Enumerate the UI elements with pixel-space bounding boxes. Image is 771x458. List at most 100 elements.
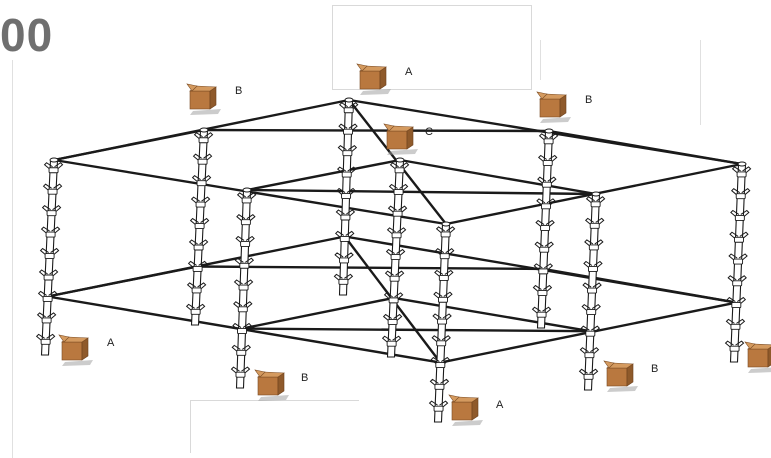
post-clip [583,260,603,269]
post-cap [199,127,209,133]
post-collar [438,296,448,303]
post-clip [334,230,355,239]
box-shadow [387,149,418,155]
beam-upper-11 [399,158,597,196]
post-collar [585,330,596,337]
box-flap [356,63,368,72]
box-side [767,346,771,368]
post-collar [734,236,744,243]
post-clip [388,183,409,192]
post-collar [590,201,601,208]
box-shadow [190,109,221,115]
post-clip [384,270,405,279]
post-cap [737,161,747,167]
post-clip [727,275,747,284]
box-front [747,348,769,368]
beam-upper-9 [548,129,743,166]
post-back-right [531,128,559,329]
beam-upper-8 [53,128,205,162]
post-clip [337,145,358,154]
post-clip [538,133,559,142]
post-collar [192,266,203,272]
post-collar [393,189,404,195]
storage-box-3: B [536,91,592,123]
box-label: B [585,94,592,106]
faint-divider-left [12,60,13,458]
frame-posts [35,97,752,423]
post-cap [395,157,405,163]
post-front-center [428,221,456,423]
post-collar [584,352,595,359]
post-collar [440,231,451,238]
post-clip [430,356,451,365]
post-collar [239,262,250,269]
post-collar [45,231,56,238]
post-collar [238,284,249,291]
post-collar [735,193,746,200]
beam-lower-5 [197,265,544,271]
post-mid-left [230,187,257,389]
post-right-end [724,161,752,363]
box-flap [58,334,70,343]
post-clip [43,162,64,171]
box-shadow [258,395,289,401]
faint-divider-right [700,40,701,125]
post-clip [433,291,453,300]
box-flap [448,394,460,403]
post-collar [194,223,205,230]
post-clip [429,378,450,387]
post-clip [579,347,600,356]
post-collar [237,306,248,313]
post-clip [431,335,451,344]
post-collar [435,362,446,369]
corner-number: 00 [0,9,54,61]
post-collar [387,319,398,325]
post-clip [537,176,557,185]
post-clip [728,253,748,262]
post-clip [724,340,745,349]
post-collar [587,287,598,294]
post-clip [535,219,555,228]
box-shadow [607,386,638,392]
box-flap [383,123,395,132]
post-collar [732,280,743,287]
post-clip [333,273,354,282]
box-flap [603,360,615,369]
post-clip [191,175,212,184]
post-clip [730,209,750,218]
box-front [539,98,561,118]
beam-lower-8 [47,265,198,298]
post-cap [49,157,59,163]
post-collar [237,328,247,335]
post-collar [588,266,598,272]
box-shadow [62,360,93,366]
post-collar [340,214,351,221]
box-flap [254,369,266,378]
post-clip [190,196,211,205]
post-collar [339,257,350,264]
post-collar [541,181,552,188]
post-clip [578,368,599,377]
post-clip [434,248,455,257]
post-clip [428,400,449,409]
post-collar [434,383,445,390]
box-label: A [107,337,115,349]
box-label: A [496,399,504,411]
post-clip [335,209,356,218]
post-clip [381,335,402,344]
post-back-center [333,97,359,296]
post-clip [383,292,404,301]
post-clip [36,312,57,321]
post-collar [240,219,251,226]
storage-box-4: A [58,334,115,366]
box-label: B [301,372,308,384]
post-clip [585,196,606,205]
post-collar [543,138,554,145]
post-cap [344,97,354,103]
post-collar [339,235,350,242]
box-front [189,90,211,110]
box-label: B [235,85,242,97]
post-collar [235,371,246,378]
post-collar [437,318,448,325]
